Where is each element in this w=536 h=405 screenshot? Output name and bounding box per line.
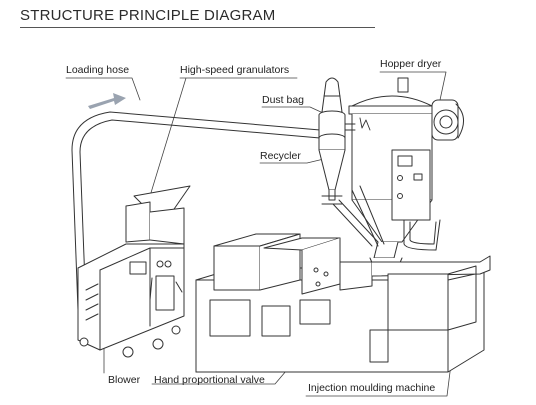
- hopper-inlet-pipe: [344, 123, 356, 131]
- dust-bag: [321, 77, 343, 113]
- flow-arrow-icon: [88, 93, 126, 109]
- recycler-cyclone: [318, 77, 346, 205]
- label-recycler: Recycler: [260, 150, 301, 162]
- leader-high-speed-granulators: [149, 77, 298, 197]
- diagram-title: STRUCTURE PRINCIPLE DIAGRAM: [20, 7, 276, 24]
- granulator: [77, 185, 191, 358]
- label-hand-proportional-valve: Hand proportional valve: [154, 374, 265, 386]
- label-injection-moulding-machine: Injection moulding machine: [308, 382, 436, 394]
- leader-hopper-dryer: [379, 71, 447, 101]
- label-blower: Blower: [108, 374, 141, 386]
- hopper-dryer: [348, 77, 464, 273]
- label-hopper-dryer: Hopper dryer: [380, 58, 442, 70]
- leader-loading-hose: [65, 77, 141, 101]
- label-high-speed-granulators: High-speed granulators: [180, 64, 290, 76]
- title-underline: [20, 27, 375, 28]
- label-loading-hose: Loading hose: [66, 64, 130, 76]
- injection-machine: [195, 233, 491, 373]
- label-dust-bag: Dust bag: [262, 94, 305, 106]
- transfer-pipe: [332, 185, 385, 247]
